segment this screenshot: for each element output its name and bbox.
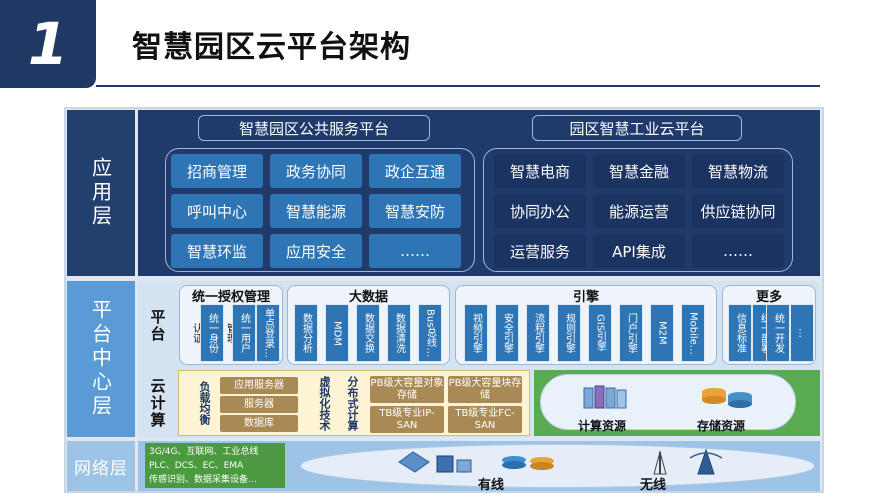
platform-item[interactable]: 单点登录… [256, 304, 280, 362]
network-protocols-box: 3G/4G、互联网、工业总线 PLC、DCS、EC、EMA 传感识别、数据采集设… [145, 443, 285, 488]
title-underline [96, 85, 820, 87]
layer-label-platform: 平台中心层 [67, 281, 135, 437]
app-item[interactable]: …… [369, 234, 461, 268]
layer-label-network: 网络层 [67, 441, 135, 491]
storage-box[interactable]: PB级大容量对象存储 [370, 376, 444, 403]
app-item[interactable]: 智慧物流 [692, 154, 784, 188]
public-service-group [165, 148, 475, 272]
app-item[interactable]: 供应链协同 [692, 194, 784, 228]
more-title: 更多 [755, 290, 782, 305]
industrial-cloud-group [483, 148, 793, 272]
app-item[interactable]: 能源运营 [593, 194, 685, 228]
section-number: 1 [0, 0, 96, 88]
platform-item[interactable]: … [790, 304, 814, 362]
app-item[interactable]: API集成 [593, 234, 685, 268]
platform-item: 管理 [224, 323, 236, 343]
platform-item[interactable]: 规则引擎 [557, 304, 581, 362]
layer-label-app: 应用层 [67, 110, 135, 276]
cloud-icon [540, 374, 796, 430]
app-item[interactable]: 协同办公 [494, 194, 586, 228]
storage-box[interactable]: TB级专业FC-SAN [448, 406, 522, 433]
server-box[interactable]: 应用服务器 [220, 377, 298, 394]
auth-title: 统一授权管理 [191, 290, 270, 305]
wired-label: 有线 [478, 478, 505, 493]
engine-title: 引擎 [572, 290, 599, 305]
platform-item[interactable]: Bus总线… [418, 304, 442, 362]
network-disks-icon [502, 456, 554, 470]
platform-item[interactable]: 门户引擎 [619, 304, 643, 362]
app-item[interactable]: 运营服务 [494, 234, 586, 268]
platform-item[interactable]: 信息标准 [728, 304, 752, 362]
industrial-cloud-title: 园区智慧工业云平台 [532, 115, 742, 141]
app-item[interactable]: 应用安全 [270, 234, 362, 268]
platform-item[interactable]: 安全引擎 [495, 304, 519, 362]
platform-sublabel: 平台 [148, 309, 167, 343]
app-item[interactable]: …… [692, 234, 784, 268]
wireless-label: 无线 [640, 478, 667, 493]
platform-item: 认证 [190, 323, 202, 343]
public-service-title: 智慧园区公共服务平台 [198, 115, 430, 141]
bigdata-title: 大数据 [348, 290, 388, 305]
distributed-label: 分布式计算 [346, 375, 359, 431]
storage-box[interactable]: TB级专业IP-SAN [370, 406, 444, 433]
page-title: 智慧园区云平台架构 [132, 30, 411, 65]
wired-devices-icon [398, 451, 472, 473]
platform-item[interactable]: 统一开发 [766, 304, 790, 362]
load-balance-label: 负载均衡 [198, 381, 211, 425]
wireless-tower-icon [653, 448, 723, 475]
network-ellipse [300, 444, 815, 488]
platform-item[interactable]: 视频引擎 [464, 304, 488, 362]
platform-item[interactable]: 数据分析 [294, 304, 318, 362]
app-item[interactable]: 呼叫中心 [171, 194, 263, 228]
storage-resource-label: 存储资源 [697, 419, 746, 433]
network-line: 3G/4G、互联网、工业总线 [149, 447, 259, 457]
app-item[interactable]: 智慧能源 [270, 194, 362, 228]
network-line: PLC、DCS、EC、EMA [149, 461, 244, 471]
platform-item[interactable]: 数据交换 [356, 304, 380, 362]
platform-item[interactable]: Mobile… [681, 304, 705, 362]
platform-item[interactable]: 数据清洗 [387, 304, 411, 362]
app-item[interactable]: 招商管理 [171, 154, 263, 188]
platform-item[interactable]: 统一用户 [232, 304, 256, 362]
app-item[interactable]: 智慧电商 [494, 154, 586, 188]
app-item[interactable]: 智慧安防 [369, 194, 461, 228]
compute-resource-label: 计算资源 [578, 419, 627, 433]
app-item[interactable]: 智慧金融 [593, 154, 685, 188]
platform-item[interactable]: M2M [650, 304, 674, 362]
storage-disks-icon [702, 388, 752, 408]
platform-item[interactable]: 统一身份 [200, 304, 224, 362]
compute-servers-icon [583, 385, 627, 409]
storage-box[interactable]: PB级大容量块存储 [448, 376, 522, 403]
server-box[interactable]: 服务器 [220, 396, 298, 413]
platform-item[interactable]: 流程引擎 [526, 304, 550, 362]
app-item[interactable]: 政企互通 [369, 154, 461, 188]
cloud-sublabel: 云计算 [148, 377, 167, 429]
platform-item[interactable]: MDM [325, 304, 349, 362]
platform-item[interactable]: GIS引擎 [588, 304, 612, 362]
virtualization-label: 虚拟化技术 [318, 375, 331, 431]
network-line: 传感识别、数据采集设备… [149, 475, 258, 485]
app-item[interactable]: 智慧环监 [171, 234, 263, 268]
server-box[interactable]: 数据库 [220, 415, 298, 432]
app-item[interactable]: 政务协同 [270, 154, 362, 188]
